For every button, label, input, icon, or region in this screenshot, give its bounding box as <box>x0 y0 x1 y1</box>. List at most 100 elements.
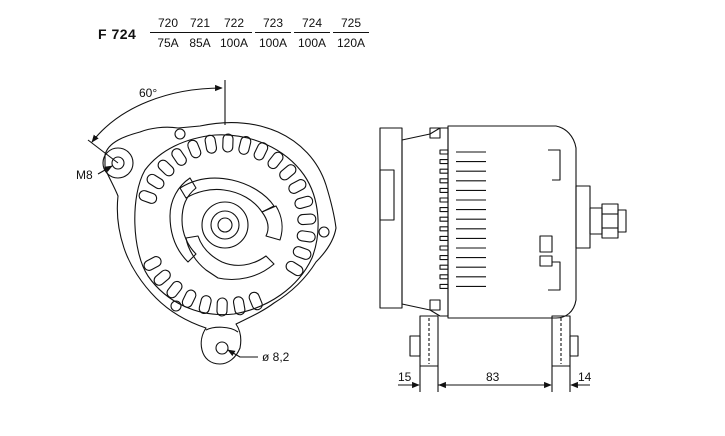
variant-723: 723 100A <box>255 16 291 51</box>
rear-rib <box>540 256 552 266</box>
bottom-fastener <box>430 300 440 310</box>
cooling-slot <box>142 255 163 272</box>
variant-current: 120A <box>336 36 366 50</box>
terminal-stud <box>618 210 626 232</box>
front-view <box>88 80 336 364</box>
end-rib <box>440 227 448 231</box>
front-inner-rim <box>135 135 318 315</box>
end-rib <box>440 236 448 240</box>
terminal-nut <box>602 204 618 238</box>
variant-720: 720 75A <box>150 16 186 51</box>
terminal-base <box>590 208 602 234</box>
cooling-slots <box>138 134 316 316</box>
rotor-blade-right <box>262 206 282 240</box>
variant-code: 724 <box>294 16 330 33</box>
side-view <box>380 126 626 392</box>
end-rib <box>440 275 448 279</box>
cooling-slot <box>223 134 234 152</box>
variant-725: 725 120A <box>333 16 369 51</box>
cooling-slot <box>252 141 269 162</box>
end-rib <box>440 284 448 288</box>
cooling-slot <box>198 295 212 315</box>
drive-end-housing <box>402 128 448 316</box>
end-rib <box>440 265 448 269</box>
cooling-slot <box>204 134 217 153</box>
cooling-slot <box>248 291 264 311</box>
rear-rib <box>540 236 552 252</box>
cooling-slot <box>278 163 298 182</box>
rear-shoulder <box>548 150 560 290</box>
dimension-83: 83 <box>486 370 500 384</box>
end-rib <box>440 256 448 260</box>
cooling-slot <box>186 139 202 159</box>
rim-bolt <box>319 227 329 237</box>
variant-current: 100A <box>297 36 327 50</box>
variant-721: 721 85A <box>182 16 218 51</box>
variant-code: 725 <box>333 16 369 33</box>
mount-foot-rear-tab <box>570 336 578 356</box>
rear-boss <box>576 186 590 248</box>
end-rib <box>440 169 448 173</box>
cooling-slot <box>152 268 172 287</box>
cooling-slot <box>170 147 188 168</box>
cooling-slot <box>284 259 305 277</box>
cooling-slot <box>287 178 308 195</box>
hole-leader <box>227 350 258 357</box>
end-rib <box>440 160 448 164</box>
cooling-slot <box>181 288 198 309</box>
mount-foot-front-tab <box>410 336 420 356</box>
cooling-slot <box>292 245 312 261</box>
variant-current: 85A <box>189 36 211 50</box>
end-rib <box>440 150 448 154</box>
rotor-blade-lower <box>186 236 274 279</box>
main-body <box>448 126 576 318</box>
hub-outer <box>202 202 248 248</box>
cooling-slot <box>266 150 285 170</box>
cooling-slot <box>138 189 158 205</box>
hub-inner <box>211 211 239 239</box>
variant-current: 75A <box>157 36 179 50</box>
model-title: F 724 <box>98 26 137 42</box>
end-rib <box>440 198 448 202</box>
rim-bolt <box>171 301 181 311</box>
dimension-14: 14 <box>578 370 592 384</box>
variant-code: 723 <box>255 16 291 33</box>
cooling-slot <box>156 158 176 178</box>
end-rib <box>440 246 448 250</box>
m8-leader <box>98 166 113 174</box>
cooling-slot <box>217 298 228 316</box>
variant-code: 721 <box>182 16 218 33</box>
variant-code: 722 <box>216 16 252 33</box>
variant-current: 100A <box>258 36 288 50</box>
angle-label: 60° <box>139 86 158 100</box>
cooling-slot <box>238 135 252 155</box>
top-fastener <box>430 128 440 138</box>
variant-722: 722 100A <box>216 16 252 51</box>
cooling-slot <box>165 279 184 299</box>
front-housing-outline <box>105 123 336 364</box>
end-rib <box>440 208 448 212</box>
cooling-slot <box>294 195 314 210</box>
cooling-slot <box>297 214 316 225</box>
rim-bolt <box>175 129 185 139</box>
end-rib <box>440 179 448 183</box>
thread-label: M8 <box>76 168 93 182</box>
variant-current: 100A <box>219 36 249 50</box>
front-flange <box>380 128 402 308</box>
hub-shaft <box>218 218 232 232</box>
stator-fins <box>440 150 486 288</box>
bottom-mount-ear <box>206 327 238 332</box>
hole-diameter-label: ø 8,2 <box>262 350 290 364</box>
bottom-mount-hole <box>216 342 228 354</box>
cooling-slot <box>145 172 166 190</box>
cooling-slot <box>297 230 316 242</box>
angle-reference-oblique <box>88 140 118 163</box>
front-flange-step <box>380 170 394 220</box>
angle-60-arc <box>91 84 223 143</box>
cooling-slot <box>233 296 246 315</box>
end-rib <box>440 217 448 221</box>
rotor-blade-upper <box>180 178 274 212</box>
mounting-boss <box>103 148 133 178</box>
